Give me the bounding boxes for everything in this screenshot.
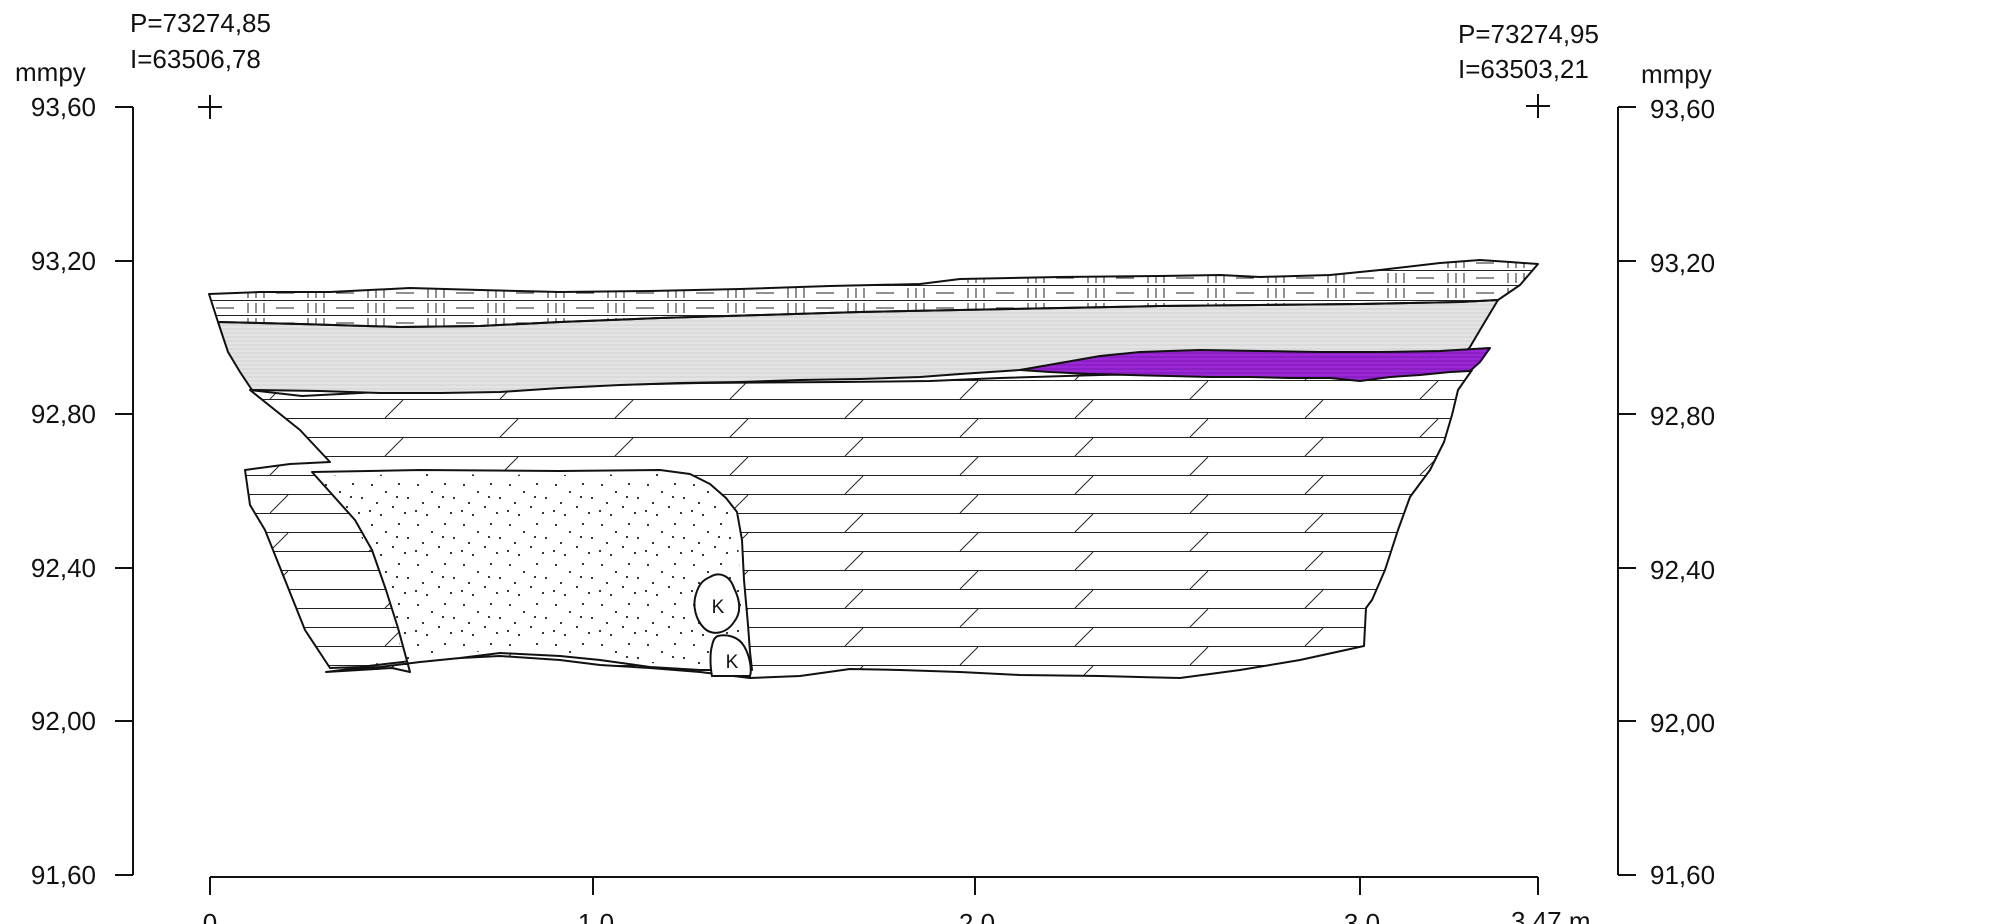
left-axis-tick-label: 92,80 [31, 399, 96, 429]
left-axis-tick-label: 92,40 [31, 553, 96, 583]
left-point-p-coordinate: P=73274,85 [130, 8, 271, 38]
left-axis-tick-label: 91,60 [31, 860, 96, 890]
right-axis-tick-label: 92,40 [1650, 555, 1715, 585]
right-axis-tick-label: 93,60 [1650, 94, 1715, 124]
right-axis-tick-label: 91,60 [1650, 860, 1715, 890]
sand-dots [316, 474, 748, 668]
stone-k-lower: K [709, 634, 752, 677]
left-point-marker [198, 95, 222, 119]
right-point-p-coordinate: P=73274,95 [1458, 19, 1599, 49]
left-survey-point: P=73274,85 I=63506,78 [130, 8, 271, 119]
left-axis-unit: mmpy [15, 57, 86, 87]
bottom-axis-tick-label: 1,0 [578, 908, 614, 924]
right-axis: mmpy 93,60 93,20 92,80 92,40 92,00 91,60 [1617, 59, 1715, 890]
right-point-i-coordinate: I=63503,21 [1458, 54, 1589, 84]
right-survey-point: P=73274,95 I=63503,21 [1458, 19, 1599, 118]
stone-k-upper: K [693, 573, 741, 634]
right-axis-tick-label: 93,20 [1650, 248, 1715, 278]
bottom-axis-tick-label: 3,0 [1344, 908, 1380, 924]
bottom-axis: 0 1,0 2,0 3,0 3,47 m [203, 876, 1591, 924]
right-axis-tick-label: 92,80 [1650, 401, 1715, 431]
right-axis-tick-label: 92,00 [1650, 708, 1715, 738]
bottom-axis-tick-label: 0 [203, 908, 217, 924]
left-axis-tick-label: 93,20 [31, 246, 96, 276]
right-axis-unit: mmpy [1641, 59, 1712, 89]
left-axis: mmpy 93,60 93,20 92,80 92,40 92,00 91,60 [15, 57, 134, 890]
purple-lens-layer [1019, 347, 1491, 382]
right-point-marker [1526, 94, 1550, 118]
left-axis-tick-label: 92,00 [31, 706, 96, 736]
bottom-axis-tick-label: 3,47 m [1511, 906, 1591, 924]
stone-label: K [726, 652, 739, 673]
left-point-i-coordinate: I=63506,78 [130, 44, 261, 74]
topsoil-turf-layer [208, 259, 1539, 328]
left-axis-tick-label: 93,60 [31, 92, 96, 122]
stone-label: K [712, 597, 725, 618]
bottom-axis-tick-label: 2,0 [959, 908, 995, 924]
